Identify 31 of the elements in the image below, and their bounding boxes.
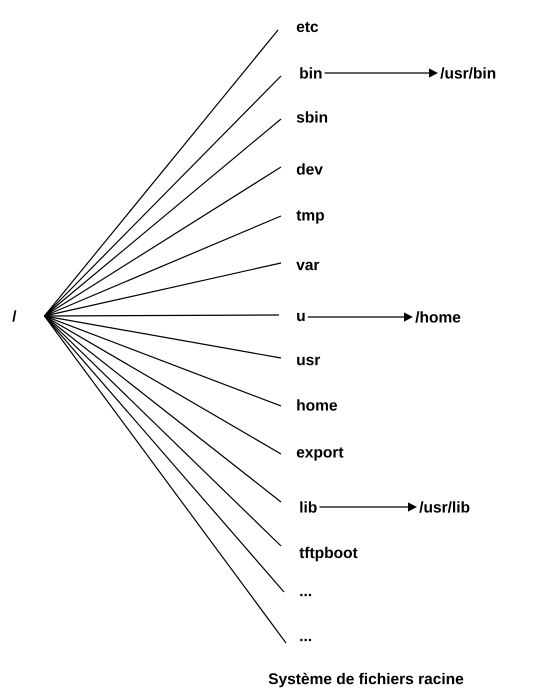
directory-label: ... [300, 594, 312, 596]
fan-line [44, 215, 282, 317]
fan-line [44, 262, 282, 317]
directory-label: /usr/lib [419, 501, 470, 513]
fan-line [44, 30, 278, 316]
directory-label: tftpboot [299, 546, 358, 562]
fan-line [44, 166, 282, 316]
root-label: / [12, 310, 16, 322]
directory-label: export [296, 447, 344, 461]
directory-label: /usr/bin [440, 67, 496, 79]
directory-label: /home [415, 311, 460, 323]
directory-label: ... [300, 638, 312, 642]
directory-label: etc [296, 22, 318, 32]
fan-line [44, 315, 282, 455]
fan-line [44, 118, 282, 316]
directory-label: home [297, 399, 338, 411]
fan-line [44, 316, 282, 546]
fan-line [44, 315, 282, 407]
directory-label: u [297, 312, 305, 322]
directory-label: usr [297, 356, 320, 366]
fan-line [44, 316, 284, 592]
directory-label: var [296, 262, 320, 270]
fan-line [44, 316, 286, 644]
directory-label: tmp [296, 210, 324, 224]
directory-label: bin [300, 67, 322, 79]
directory-label: lib [300, 501, 317, 513]
caption: Système de fichiers racine [268, 672, 464, 688]
directory-label: sbin [296, 111, 328, 123]
fan-line [44, 316, 282, 502]
fan-line [44, 76, 282, 316]
directory-label: dev [296, 163, 323, 175]
